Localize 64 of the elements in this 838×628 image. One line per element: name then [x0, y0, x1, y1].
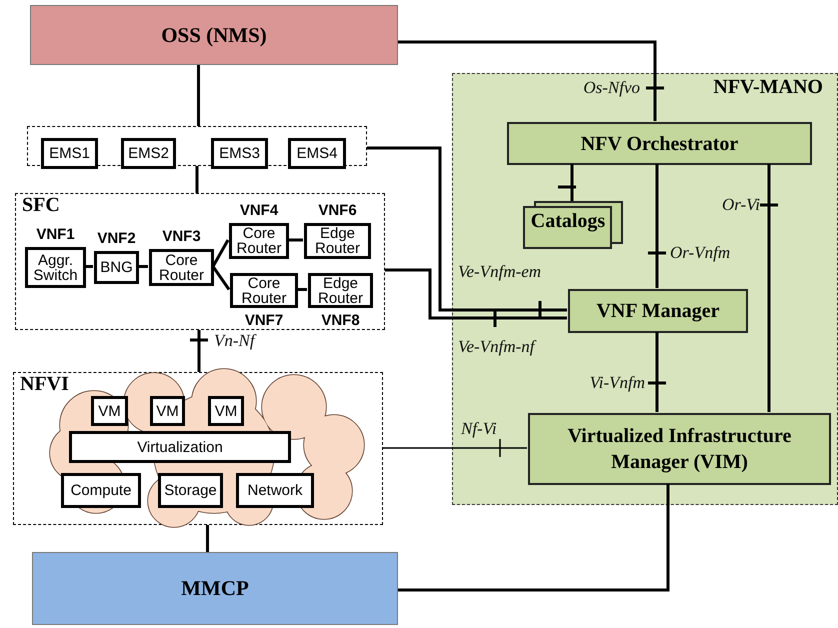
component-box: EMS1: [41, 138, 98, 169]
function-label: Catalogs: [530, 210, 606, 233]
function-name: Aggr. Switch: [32, 252, 79, 282]
connector-line: [646, 330, 668, 414]
vnf-label: VNF8: [321, 312, 360, 329]
framework-panel: [452, 73, 838, 505]
connector-line: [398, 484, 670, 592]
interface-label: Or-Vi: [722, 195, 760, 215]
component-box: EMS3: [211, 138, 268, 169]
connector-line: [297, 288, 307, 291]
system-box: OSS (NMS): [30, 5, 398, 65]
component-box: Storage: [158, 473, 223, 508]
dashed-group: [15, 193, 385, 330]
interface-label: Os-Nfvo: [583, 78, 640, 98]
function-name: Edge Router: [314, 226, 362, 256]
component-box: VM: [91, 396, 128, 426]
connector-line: [85, 265, 93, 268]
interface-label: Ve-Vnfm-em: [458, 262, 542, 282]
component-box: VM: [150, 396, 185, 426]
connector-line: [758, 162, 780, 414]
component-box: VM: [208, 396, 244, 426]
component-box: Compute: [61, 473, 141, 508]
connector-line: [138, 265, 148, 268]
dashed-group: [27, 126, 367, 166]
vnf-label: VNF6: [318, 202, 357, 219]
connector-line: [556, 162, 578, 202]
group-title: NFVI: [20, 373, 69, 396]
catalog-stack: [523, 202, 623, 249]
connector-line: [384, 268, 568, 328]
connector-line: [212, 239, 230, 268]
connector-line: [197, 65, 200, 126]
vnf-label: VNF7: [244, 312, 284, 329]
function-name: Edge Router: [316, 276, 364, 306]
interface-label: Vi-Vnfm: [590, 373, 645, 393]
system-box: MMCP: [32, 552, 398, 625]
interface-label: Or-Vnfm: [670, 243, 730, 263]
component-box: Virtualization: [69, 431, 291, 463]
connector-line: [396, 40, 666, 122]
vnf-label: VNF4: [240, 202, 278, 219]
connector-line: [382, 438, 528, 458]
group-title: NFV-MANO: [713, 76, 823, 99]
interface-label: Nf-Vi: [461, 419, 497, 439]
vnf-label: VNF1: [36, 226, 75, 243]
function-box: VNF Manager: [568, 289, 748, 333]
connector-line: [212, 266, 230, 290]
component-box: Network: [236, 473, 314, 508]
connector-line: [196, 166, 198, 193]
vnf-label: VNF3: [162, 228, 201, 245]
interface-label: Vn-Nf: [214, 331, 255, 351]
vnf-label: VNF2: [97, 230, 136, 247]
connector-line: [646, 162, 668, 290]
function-box: Virtualized Infrastructure Manager (VIM): [528, 413, 831, 485]
interface-label: Ve-Vnfm-nf: [458, 337, 534, 357]
function-name: BNG: [100, 260, 133, 275]
function-box: NFV Orchestrator: [507, 122, 812, 165]
connector-line: [288, 238, 303, 242]
connector-line: [188, 328, 210, 374]
component-box: EMS4: [288, 138, 346, 169]
function-name: Core Router: [158, 252, 206, 282]
group-title: SFC: [22, 194, 60, 217]
component-box: EMS2: [121, 138, 176, 169]
function-name: Core Router: [235, 226, 283, 256]
function-name: Core Router: [240, 276, 288, 306]
connector-line: [206, 525, 209, 552]
